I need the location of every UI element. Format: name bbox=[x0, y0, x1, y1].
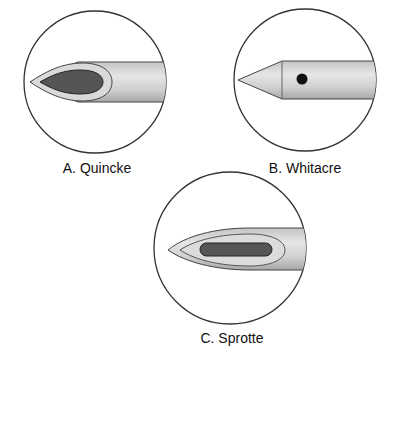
sprotte-needle bbox=[154, 172, 320, 324]
needle-label: C. Sprotte bbox=[200, 330, 263, 346]
whitacre-needle bbox=[234, 9, 390, 151]
quincke-needle bbox=[24, 11, 180, 153]
needle-label: A. Quincke bbox=[63, 160, 131, 176]
needle-label: B. Whitacre bbox=[269, 160, 341, 176]
